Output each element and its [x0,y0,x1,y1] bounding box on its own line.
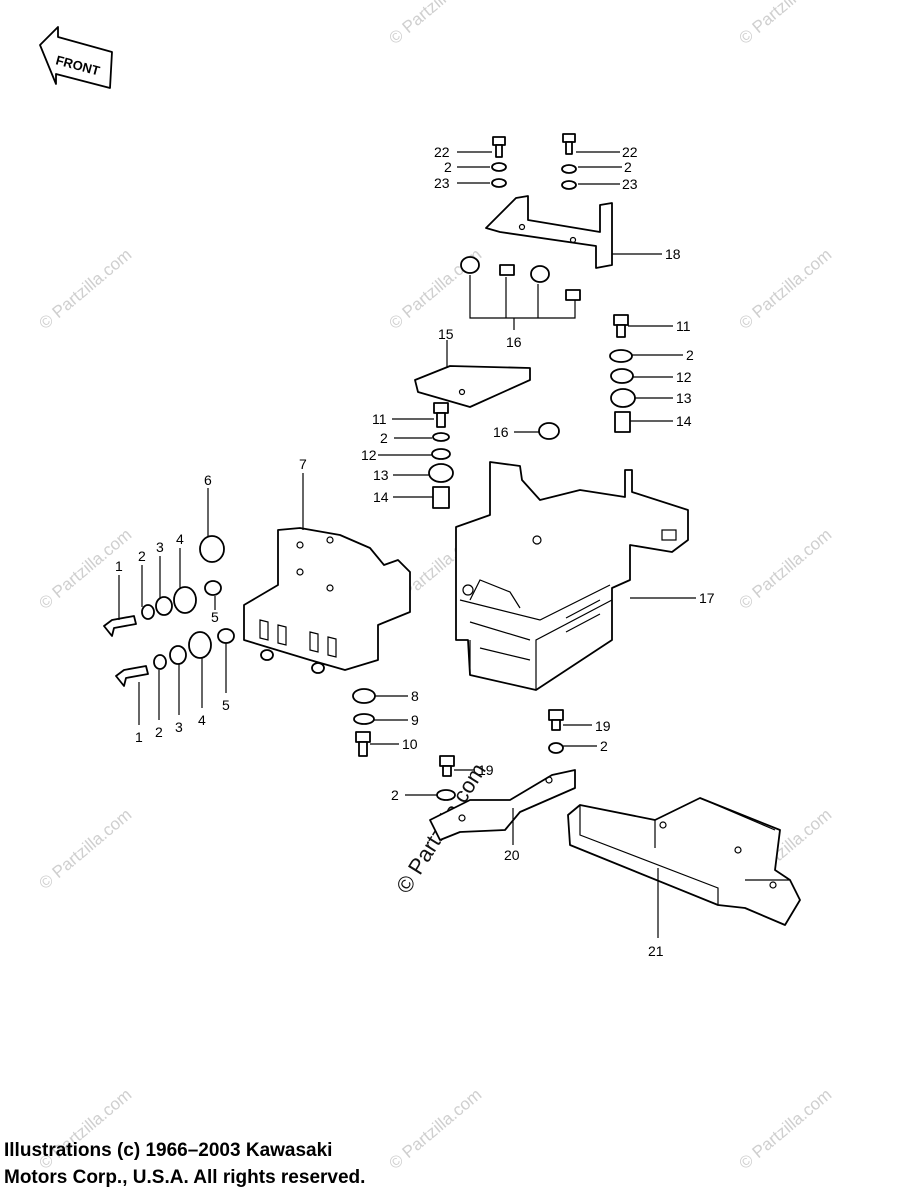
copyright-footer: Illustrations (c) 1966–2003 Kawasaki Mot… [4,1137,604,1191]
callout-2: 2 [155,724,163,740]
watermark: © Partzilla.com [35,245,135,333]
callout-22: 22 [434,144,450,160]
hardware-19-left [436,755,456,801]
callout-numbers: 22 2 23 22 2 23 18 16 15 11 2 12 13 14 1… [115,144,715,959]
part-17-battery-case [455,461,689,691]
copyright-line-2: Motors Corp., U.S.A. All rights reserved… [4,1167,366,1188]
callout-5: 5 [222,697,230,713]
callout-14: 14 [676,413,692,429]
hardware-19-right [548,709,564,754]
callout-21: 21 [648,943,664,959]
callout-5: 5 [211,609,219,625]
callout-15: 15 [438,326,454,342]
callout-13: 13 [676,390,692,406]
hardware-stack-top-left [491,136,507,188]
callout-1: 1 [115,558,123,574]
hardware-stack-middle [428,402,454,509]
part-21-tray [567,797,801,926]
callout-1: 1 [135,729,143,745]
watermark: © Partzilla.com [735,1085,835,1173]
hardware-left-lower [115,628,235,687]
callout-14: 14 [373,489,389,505]
callout-20: 20 [504,847,520,863]
callout-17: 17 [699,590,715,606]
watermark: © Partzilla.com [735,525,835,613]
callout-3: 3 [156,539,164,555]
callout-23: 23 [434,175,450,191]
callout-12: 12 [676,369,692,385]
hardware-bottom-8-10 [352,688,376,757]
callout-13: 13 [373,467,389,483]
callout-4: 4 [176,531,184,547]
callout-4: 4 [198,712,206,728]
part-15-plate [414,365,531,408]
callout-2: 2 [138,548,146,564]
callout-16: 16 [506,334,522,350]
callout-11: 11 [372,411,387,427]
callout-2: 2 [380,430,388,446]
callout-22: 22 [622,144,638,160]
part-20-bracket [429,769,576,841]
callout-2: 2 [391,787,399,803]
watermark: © Partzilla.com [385,0,485,48]
copyright-line-1: Illustrations (c) 1966–2003 Kawasaki [4,1140,333,1161]
watermark: © Partzilla.com [735,245,835,333]
callout-8: 8 [411,688,419,704]
part-16-grommets [460,256,581,440]
callout-2: 2 [686,347,694,363]
callout-11: 11 [676,318,691,334]
callout-18: 18 [665,246,681,262]
callout-2: 2 [624,159,632,175]
callout-19: 19 [595,718,611,734]
callout-9: 9 [411,712,419,728]
hardware-left-upper [103,535,225,637]
callout-12: 12 [361,447,377,463]
callout-7: 7 [299,456,307,472]
part-7-bracket [243,527,411,674]
hardware-stack-top-right [561,133,577,190]
callout-19: 19 [478,762,494,778]
leader-16 [469,275,576,330]
watermark: © Partzilla.com [735,0,835,48]
callout-3: 3 [175,719,183,735]
front-arrow-icon: FRONT [39,26,113,89]
leader-lines [118,151,683,796]
callout-10: 10 [402,736,418,752]
callout-23: 23 [622,176,638,192]
watermark: © Partzilla.com [35,805,135,893]
callout-2: 2 [600,738,608,754]
callout-16: 16 [493,424,509,440]
part-18-bracket [485,195,613,269]
callout-6: 6 [204,472,212,488]
hardware-stack-right [609,314,636,433]
callout-2: 2 [444,159,452,175]
